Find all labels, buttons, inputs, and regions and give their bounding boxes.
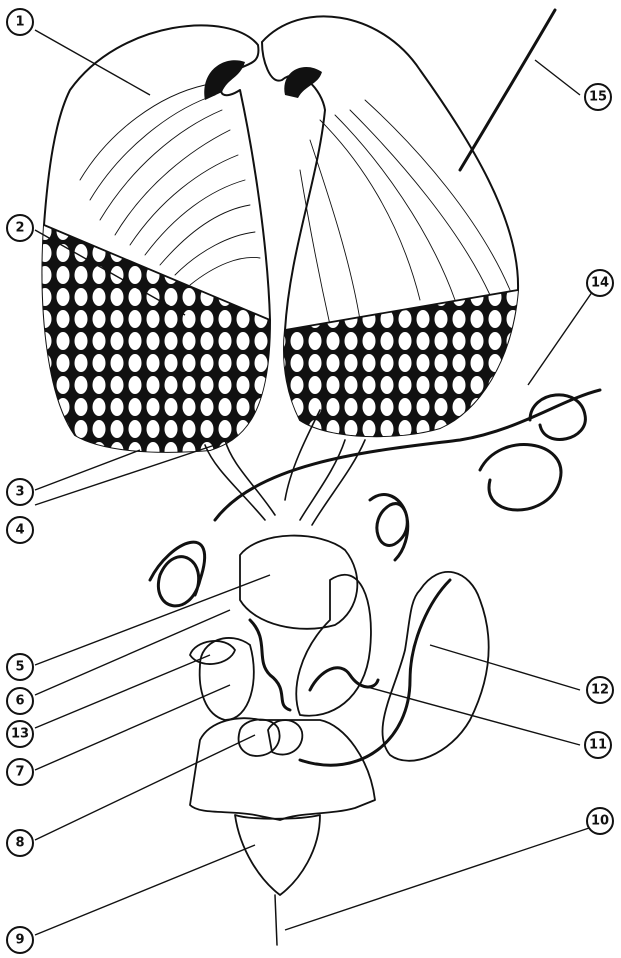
callout-14: 14 — [587, 270, 613, 296]
svg-text:6: 6 — [15, 694, 24, 709]
rod — [460, 10, 555, 170]
callout-3: 3 — [7, 479, 33, 505]
callout-1: 1 — [7, 9, 33, 35]
callout-8: 8 — [7, 830, 33, 856]
callout-15: 15 — [585, 84, 611, 110]
callout-5: 5 — [7, 654, 33, 680]
callout-11: 11 — [585, 732, 611, 758]
callout-10: 10 — [587, 808, 613, 834]
svg-text:4: 4 — [15, 523, 24, 538]
left-sac — [40, 25, 275, 455]
callout-12: 12 — [587, 677, 613, 703]
svg-text:15: 15 — [589, 90, 607, 105]
svg-text:10: 10 — [591, 814, 609, 829]
callout-2: 2 — [7, 215, 33, 241]
callout-7: 7 — [7, 759, 33, 785]
svg-text:1: 1 — [15, 15, 24, 30]
svg-text:5: 5 — [15, 660, 24, 675]
svg-text:7: 7 — [15, 765, 24, 780]
callout-9: 9 — [7, 927, 33, 953]
svg-text:3: 3 — [15, 485, 24, 500]
svg-text:2: 2 — [15, 221, 24, 236]
svg-text:11: 11 — [589, 738, 607, 753]
svg-text:9: 9 — [15, 933, 24, 948]
svg-text:8: 8 — [15, 836, 24, 851]
svg-text:12: 12 — [591, 683, 609, 698]
callout-13: 13 — [7, 721, 33, 747]
svg-text:13: 13 — [11, 727, 29, 742]
svg-text:14: 14 — [591, 276, 609, 291]
callout-6: 6 — [7, 688, 33, 714]
callouts: 1 2 3 4 5 6 13 7 8 9 10 11 12 14 15 — [7, 9, 613, 953]
right-sac — [262, 16, 525, 445]
callout-4: 4 — [7, 517, 33, 543]
